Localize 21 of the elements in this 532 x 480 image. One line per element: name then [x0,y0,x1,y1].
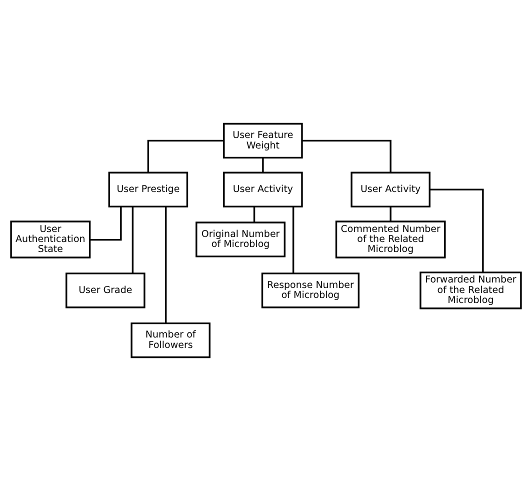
node-box: User Activity [223,171,303,207]
node-box: User Feature Weight [223,122,303,158]
connector [90,206,122,240]
connector [302,139,392,172]
node-box: User Activity [350,171,430,207]
node-box: Forwarded Number of the Related Microblog [420,271,522,309]
connector [165,206,167,323]
connector [253,206,256,222]
node-box: User Grade [66,272,146,308]
connector [390,206,392,221]
connector [262,157,264,172]
node-box: Number of Followers [130,322,210,358]
node-box: User Authentication State [10,220,91,258]
node-box: Commented Number of the Related Microblog [335,220,446,258]
node-box: User Prestige [108,171,188,207]
node-box: Response Number of Microblog [261,272,360,308]
connector [292,206,294,273]
connector [430,188,484,272]
node-box: Original Number of Microblog [196,221,286,257]
connector [132,206,134,273]
connector [147,139,224,172]
